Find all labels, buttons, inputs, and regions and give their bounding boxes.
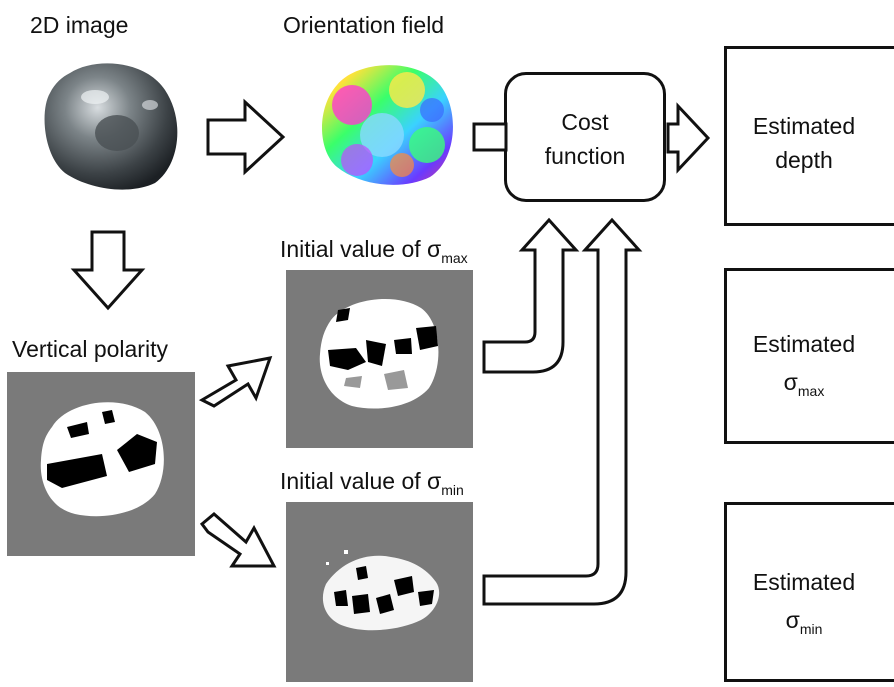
label-initial-sigma-max-sub: max	[441, 250, 468, 266]
estimated-sigma-max-box: Estimated σmax	[724, 268, 894, 444]
vertical-polarity-panel	[7, 372, 195, 556]
estimated-sigma-max-line1: Estimated	[752, 331, 856, 357]
label-initial-sigma-min-sub: min	[441, 482, 464, 498]
arrow-sigma-min-to-cost	[482, 217, 643, 606]
sigma-max-subscript: max	[797, 383, 825, 399]
estimated-sigma-min-line2: σmin	[727, 603, 881, 646]
arrow-image-to-polarity	[70, 230, 146, 311]
arrow-sigma-max-to-cost	[482, 217, 580, 374]
cost-function-line1: Cost	[561, 109, 609, 135]
arrow-cost-to-depth	[666, 102, 711, 174]
initial-sigma-min-panel	[286, 502, 473, 682]
label-vertical-polarity: Vertical polarity	[12, 336, 168, 362]
estimated-sigma-min-line1: Estimated	[752, 569, 856, 595]
estimated-sigma-max-line2: σmax	[727, 365, 881, 408]
label-initial-sigma-min: Initial value of σmin	[280, 468, 464, 498]
arrow-orientation-to-cost	[472, 122, 508, 152]
cost-function-line2: function	[544, 143, 626, 169]
label-initial-sigma-max-text: Initial value of σ	[280, 236, 442, 262]
cost-function-box: Cost function	[504, 72, 666, 202]
sigma-symbol: σ	[783, 369, 798, 395]
sigma-min-subscript: min	[799, 621, 823, 637]
orientation-field-image	[322, 65, 453, 185]
arrow-polarity-to-sigma-min	[199, 512, 277, 568]
estimated-depth-line1: Estimated	[752, 113, 856, 139]
estimated-depth-box: Estimated depth	[724, 46, 894, 226]
initial-sigma-max-mask	[319, 298, 439, 409]
vertical-polarity-mask	[40, 402, 164, 517]
sigma-symbol: σ	[785, 607, 800, 633]
initial-sigma-max-panel	[286, 270, 473, 448]
arrow-image-to-orientation	[206, 98, 286, 176]
estimated-sigma-min-box: Estimated σmin	[724, 502, 894, 682]
label-initial-sigma-min-text: Initial value of σ	[280, 468, 442, 494]
arrow-polarity-to-sigma-max	[198, 356, 273, 408]
initial-sigma-min-mask	[322, 550, 440, 631]
image-2d-object	[44, 63, 178, 190]
label-orientation-field: Orientation field	[283, 12, 445, 38]
label-2d-image: 2D image	[30, 12, 129, 38]
label-initial-sigma-max: Initial value of σmax	[280, 236, 468, 266]
estimated-depth-line2: depth	[775, 147, 833, 173]
